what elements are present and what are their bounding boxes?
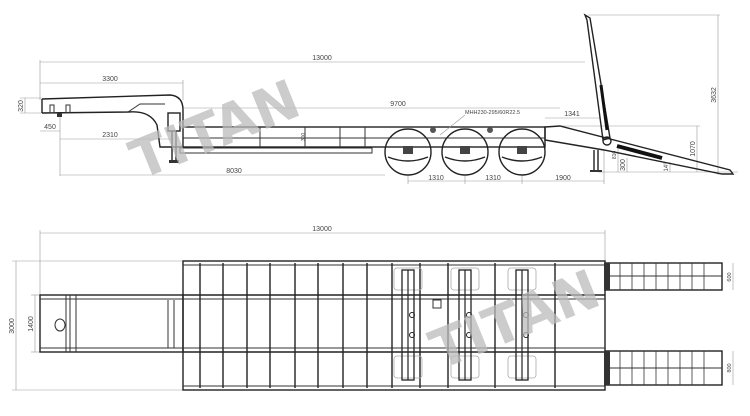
rear-ramp-lowered [544, 125, 735, 175]
dim-deck-side-height: 300 [301, 133, 307, 142]
dim-axle-spacing-1: 1310 [428, 175, 444, 182]
tyre-spec-label: MHH230-295/60R22.5 [465, 110, 520, 116]
landing-gear [167, 112, 181, 163]
gooseneck-top [39, 294, 184, 353]
wheel [441, 128, 489, 176]
axle [393, 267, 423, 381]
dim-overall-length: 13000 [312, 55, 332, 62]
wheel [384, 128, 432, 176]
rear-ramp-raised [583, 13, 611, 141]
kingpin-bracket [65, 104, 71, 114]
side-dimension-lines [20, 14, 738, 184]
dim-kingpin-offset: 450 [44, 124, 56, 131]
dim-gooseneck-height: 320 [18, 100, 25, 112]
watermark-side: TITAN [121, 67, 308, 192]
dim-rear-overhang: 1900 [555, 175, 571, 182]
ramp-hinge [602, 136, 612, 146]
axle [450, 267, 480, 381]
dim-ramp-width-bottom: 800 [727, 363, 733, 372]
top-view: 13000 3000 1400 600 800 [9, 226, 734, 391]
watermark-top: TITAN [421, 257, 608, 382]
kingpin-bracket [49, 104, 55, 114]
axle [507, 267, 537, 381]
dim-deck-height: 1070 [690, 141, 697, 157]
dim-deck-length: 9700 [390, 101, 406, 108]
dim-kingpin-landing-gear: 2310 [102, 132, 118, 139]
gooseneck-brace [127, 103, 165, 113]
side-view: 13000 3300 320 450 2310 9700 8030 1310 1… [18, 13, 738, 184]
dim-gooseneck-length: 3300 [102, 76, 118, 83]
dim-ramp-width-top: 600 [727, 272, 733, 281]
dim-kingpin-first-axle: 8030 [226, 168, 242, 175]
dim-small-height-a: 810 [612, 151, 618, 160]
wheel [498, 128, 546, 176]
dim-small-height-b: 300 [620, 159, 627, 171]
spare-box [432, 299, 442, 309]
kingpin-plate [54, 318, 66, 332]
hydraulic-cylinder [616, 144, 663, 160]
dim-overall-width: 3000 [9, 318, 16, 334]
wheels [384, 127, 546, 176]
kingpin [57, 113, 62, 117]
main-deck-top [182, 260, 606, 391]
axles [393, 267, 537, 381]
dim-gooseneck-width: 1400 [28, 316, 35, 332]
dim-ramp-raised-height: 3632 [711, 87, 718, 103]
top-dimension-lines [12, 230, 734, 391]
dim-ramp-angle: 14° [664, 162, 670, 172]
rear-ramps-top [604, 262, 723, 386]
dim-axle-spacing-2: 1310 [485, 175, 501, 182]
dim-ramp-horizontal: 1341 [564, 111, 580, 118]
dim-top-overall-length: 13000 [312, 226, 332, 233]
crossbars [199, 263, 556, 388]
hydraulic-cylinder [599, 84, 609, 131]
